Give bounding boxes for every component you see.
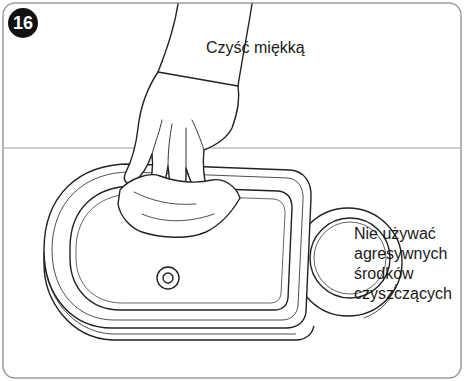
hand-with-cloth [118,4,252,237]
warning-text: Nie używać agresywnych środków czyszcząc… [354,224,460,304]
instruction-text: Czyść miękką [206,38,305,58]
callout-number: 16 [8,8,38,38]
divider-line [4,147,460,148]
frame [3,3,461,378]
cleaning-base [44,164,402,342]
step-badge [8,8,38,38]
